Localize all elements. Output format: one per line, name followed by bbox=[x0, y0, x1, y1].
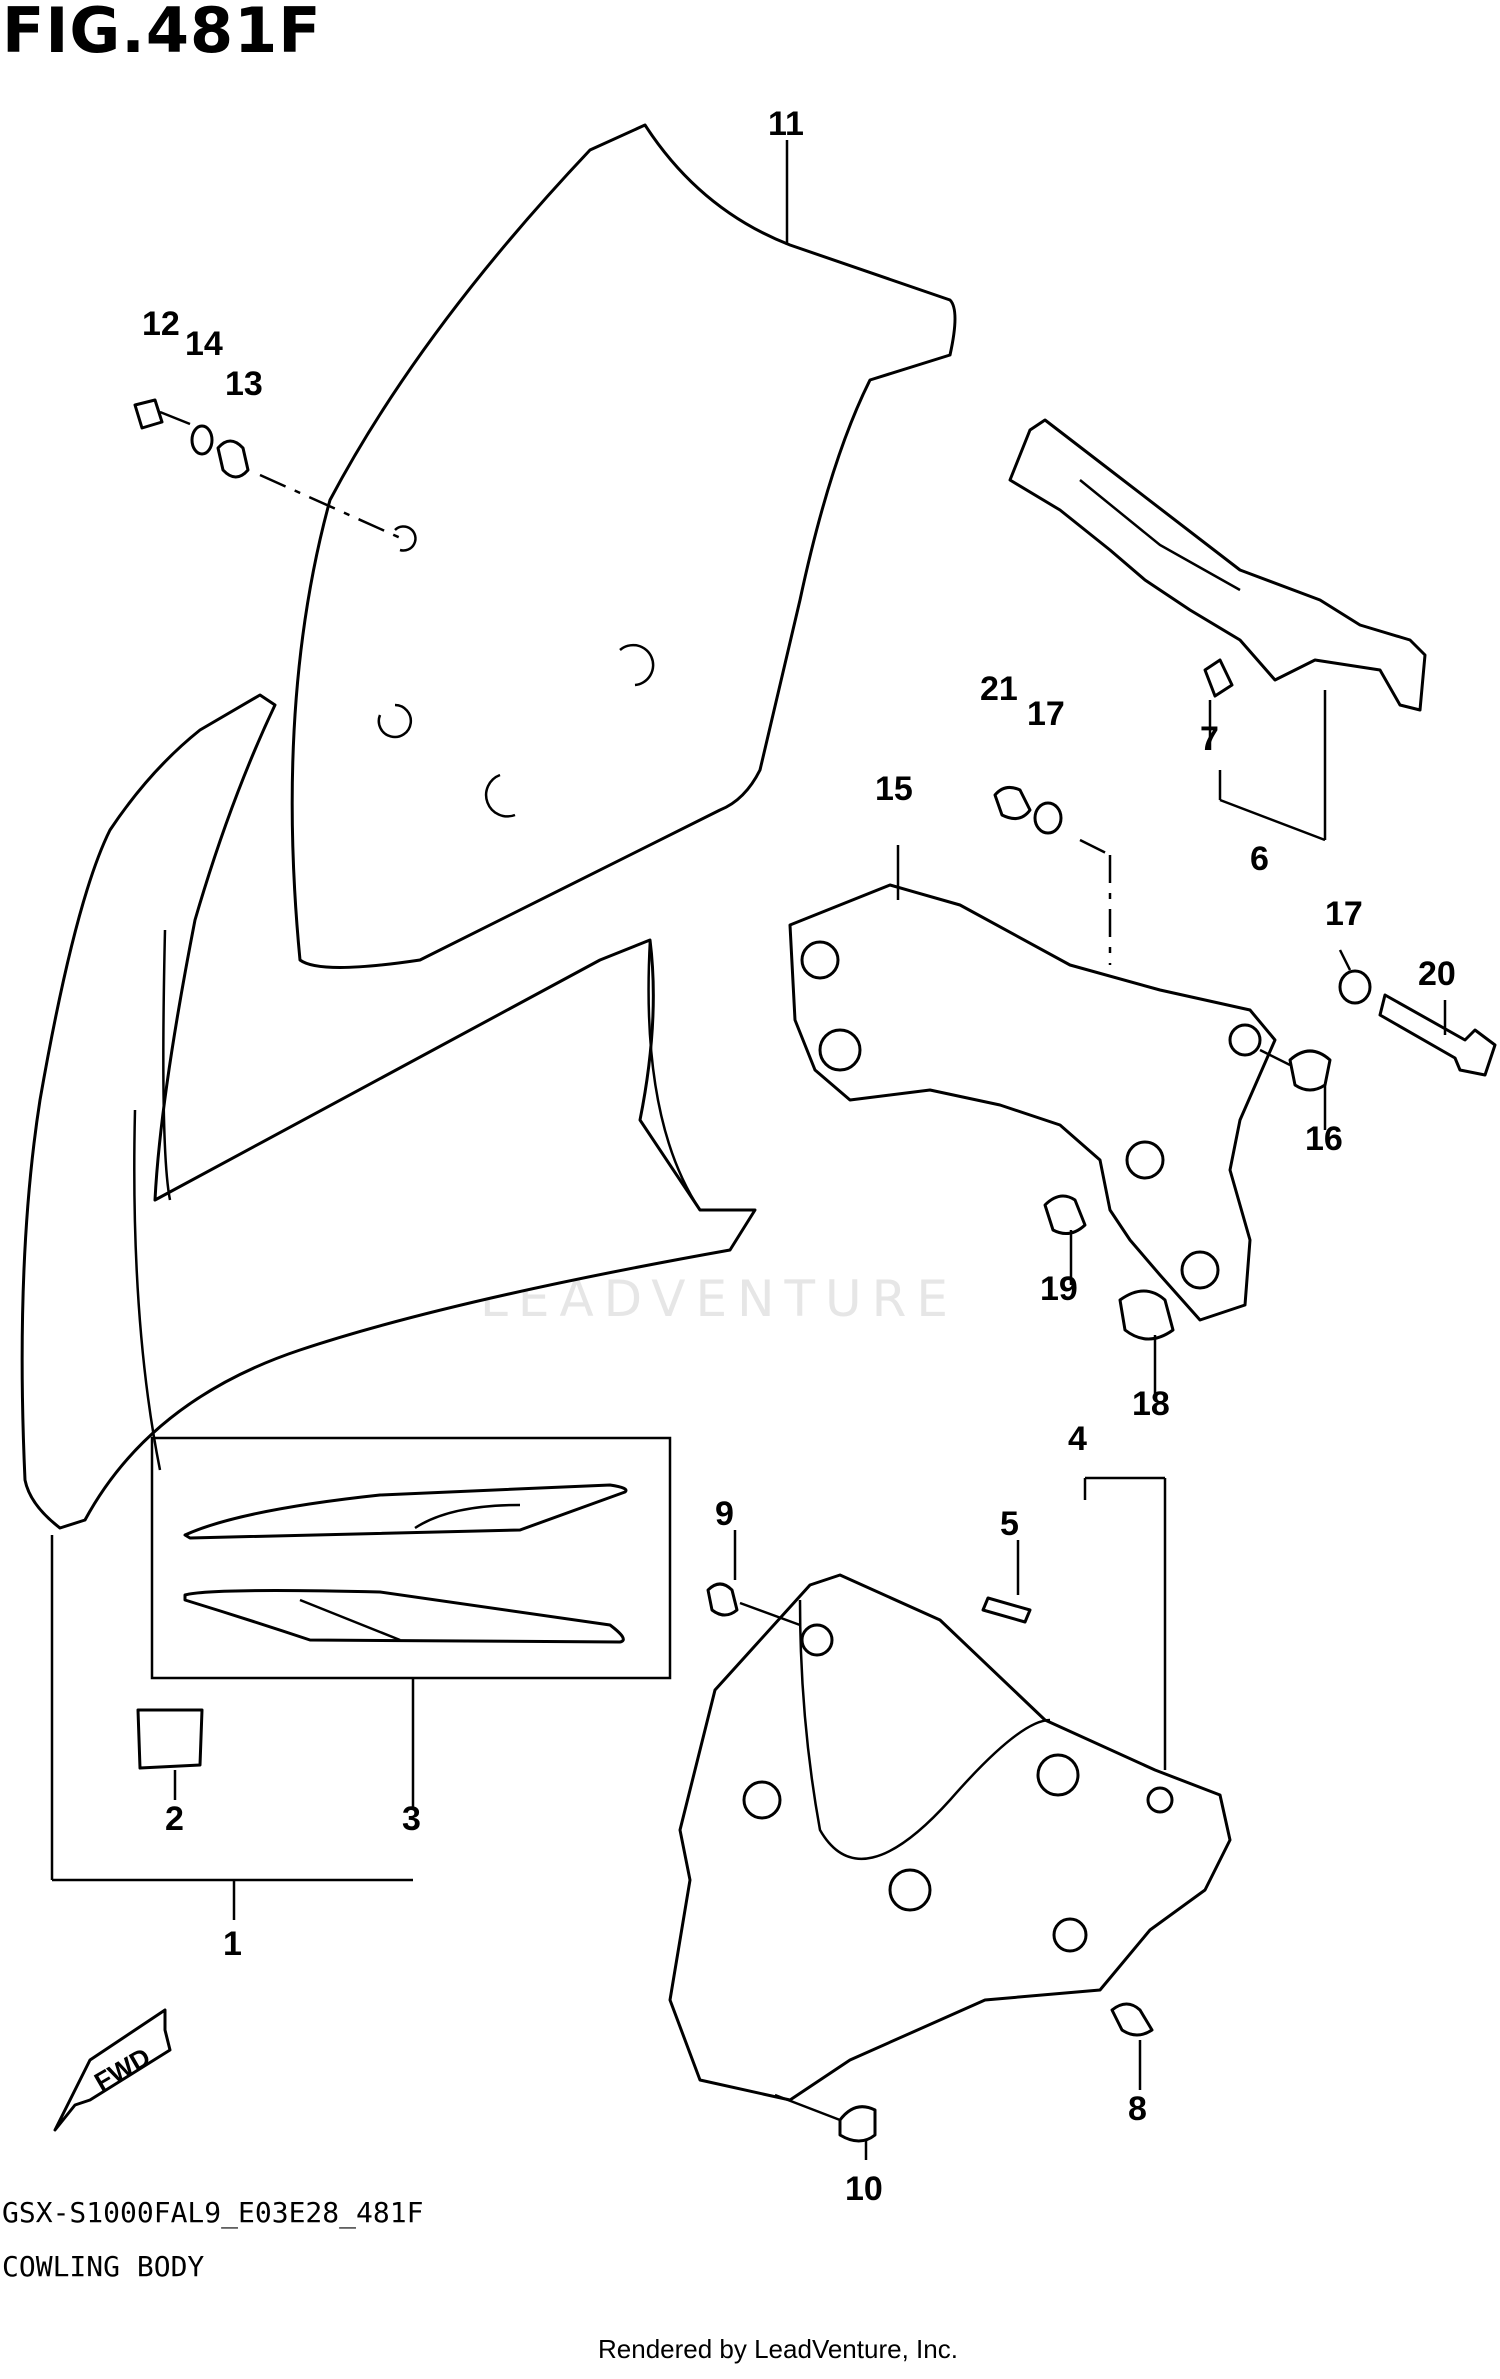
clip-part-7[interactable] bbox=[1203, 658, 1234, 698]
callout-3: 3 bbox=[402, 1800, 421, 1838]
washer-part-14[interactable] bbox=[190, 424, 214, 456]
inner-panel-part-4[interactable] bbox=[668, 1573, 1232, 2102]
callout-16: 16 bbox=[1305, 1120, 1343, 1158]
callout-20: 20 bbox=[1418, 955, 1456, 993]
callout-18: 18 bbox=[1132, 1385, 1170, 1423]
grommet-part-21[interactable] bbox=[993, 785, 1032, 821]
bracket-part-15[interactable] bbox=[788, 883, 1277, 1322]
callout-17-lower: 17 bbox=[1325, 895, 1363, 933]
callout-8: 8 bbox=[1128, 2090, 1147, 2128]
washer-part-17-lower[interactable] bbox=[1338, 969, 1372, 1005]
callout-9: 9 bbox=[715, 1495, 734, 1533]
callout-1: 1 bbox=[223, 1925, 242, 1963]
callout-17-upper: 17 bbox=[1027, 695, 1065, 733]
cushion-part-5[interactable] bbox=[981, 1596, 1032, 1624]
spacer-part-13[interactable] bbox=[216, 439, 250, 479]
callout-10: 10 bbox=[845, 2170, 883, 2208]
bolt-part-20[interactable] bbox=[1378, 993, 1497, 1077]
washer-part-17-upper[interactable] bbox=[1033, 801, 1063, 835]
cushion-part-18[interactable] bbox=[1118, 1289, 1175, 1341]
callout-14: 14 bbox=[185, 325, 223, 363]
cushion-part-19[interactable] bbox=[1043, 1194, 1087, 1236]
cowling-body-part-1[interactable] bbox=[20, 693, 757, 1530]
callout-7: 7 bbox=[1200, 720, 1219, 758]
callout-13: 13 bbox=[225, 365, 263, 403]
callout-11: 11 bbox=[768, 105, 804, 143]
callout-19: 19 bbox=[1040, 1270, 1078, 1308]
grommet-part-16[interactable] bbox=[1288, 1049, 1332, 1092]
decal-lower[interactable] bbox=[183, 1589, 625, 1644]
callout-4: 4 bbox=[1068, 1420, 1087, 1458]
section-name: COWLING BODY bbox=[2, 2250, 205, 2283]
callout-2: 2 bbox=[165, 1800, 184, 1838]
callout-15: 15 bbox=[875, 770, 913, 808]
windscreen-part-11[interactable] bbox=[290, 123, 957, 969]
fwd-arrow bbox=[53, 2008, 172, 2132]
figure-title: FIG.481F bbox=[2, 0, 322, 67]
callout-12: 12 bbox=[142, 305, 180, 343]
callout-6: 6 bbox=[1250, 840, 1269, 878]
callout-21: 21 bbox=[980, 670, 1018, 708]
callout-5: 5 bbox=[1000, 1505, 1019, 1543]
bolt-part-12[interactable] bbox=[133, 398, 164, 430]
model-code: GSX-S1000FAL9_E03E28_481F bbox=[2, 2196, 424, 2229]
bracket-part-6[interactable] bbox=[1008, 418, 1427, 712]
rivet-part-9[interactable] bbox=[706, 1582, 739, 1617]
screw-part-10[interactable] bbox=[838, 2105, 877, 2143]
decal-set-box bbox=[150, 1436, 672, 1680]
label-part-2[interactable] bbox=[136, 1708, 204, 1770]
clip-part-8[interactable] bbox=[1110, 2002, 1154, 2037]
rendered-by: Rendered by LeadVenture, Inc. bbox=[598, 2334, 958, 2364]
decal-upper[interactable] bbox=[183, 1483, 628, 1540]
